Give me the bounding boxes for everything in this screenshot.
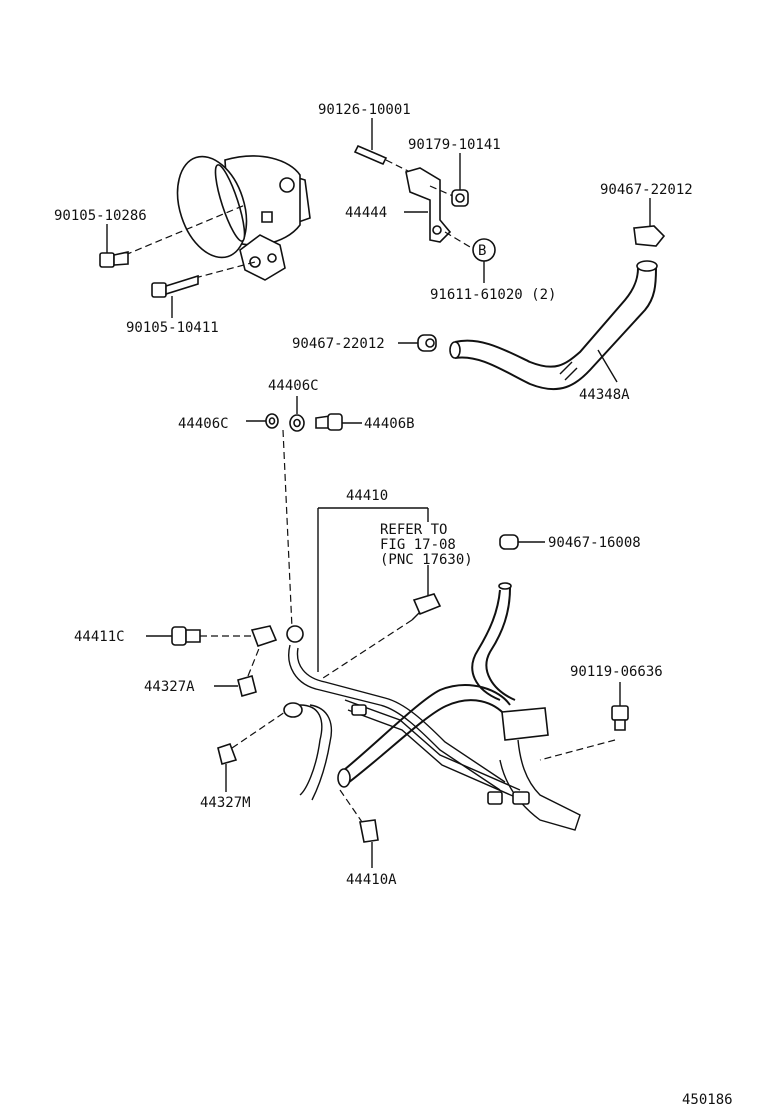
clamp-90467-22012-mid [417, 334, 437, 352]
callout-44406b: 44406B [364, 416, 415, 432]
figure-number: 450186 [682, 1092, 733, 1108]
power-steering-pump [176, 155, 311, 281]
callout-44411c: 44411C [74, 629, 125, 645]
callout-44410: 44410 [346, 488, 388, 504]
callout-90467-22012-mid: 90467-22012 [292, 336, 385, 352]
union-bolt-44411c [171, 626, 201, 646]
bracket-44444 [405, 167, 452, 243]
nut-90179-10141 [451, 189, 469, 207]
bolt-90105-10286 [99, 251, 129, 268]
gasket-44406c-top [289, 414, 305, 432]
callout-90119-06636: 90119-06636 [570, 664, 663, 680]
callout-44444: 44444 [345, 205, 387, 221]
callout-44327m: 44327M [200, 795, 251, 811]
union-bolt-44410a [359, 819, 379, 843]
callout-44348a: 44348A [579, 387, 630, 403]
callout-90105-10411: 90105-10411 [126, 320, 219, 336]
bolt-90119-06636 [611, 705, 629, 731]
clamp-90467-16008 [499, 534, 519, 550]
callout-90126-10001: 90126-10001 [318, 102, 411, 118]
clip-44327m [217, 742, 238, 765]
return-hose-44348a [449, 260, 658, 391]
refer-line-1: REFER TO [380, 522, 447, 538]
union-bolt-44406b [315, 413, 343, 431]
callout-91611-61020: 91611-61020 (2) [430, 287, 556, 303]
callout-90179-10141: 90179-10141 [408, 137, 501, 153]
callout-90105-10286: 90105-10286 [54, 208, 147, 224]
callout-44406c-top: 44406C [268, 378, 319, 394]
clip-44327a [237, 675, 257, 697]
refer-line-3: (PNC 17630) [380, 552, 473, 568]
callout-44327a: 44327A [144, 679, 195, 695]
callout-44406c-left: 44406C [178, 416, 229, 432]
stud-bolt-90126-10001 [353, 144, 388, 166]
pressure-tube-assembly-44410 [250, 582, 581, 831]
gasket-44406c-left [265, 413, 279, 429]
callout-44410a: 44410A [346, 872, 397, 888]
clamp-90467-22012-top [633, 225, 666, 247]
callout-b: B [478, 243, 486, 259]
callout-90467-16008: 90467-16008 [548, 535, 641, 551]
bolt-90105-10411 [151, 274, 199, 298]
callout-90467-22012-top: 90467-22012 [600, 182, 693, 198]
pressure-switch [411, 593, 442, 621]
refer-line-2: FIG 17-08 [380, 537, 456, 553]
